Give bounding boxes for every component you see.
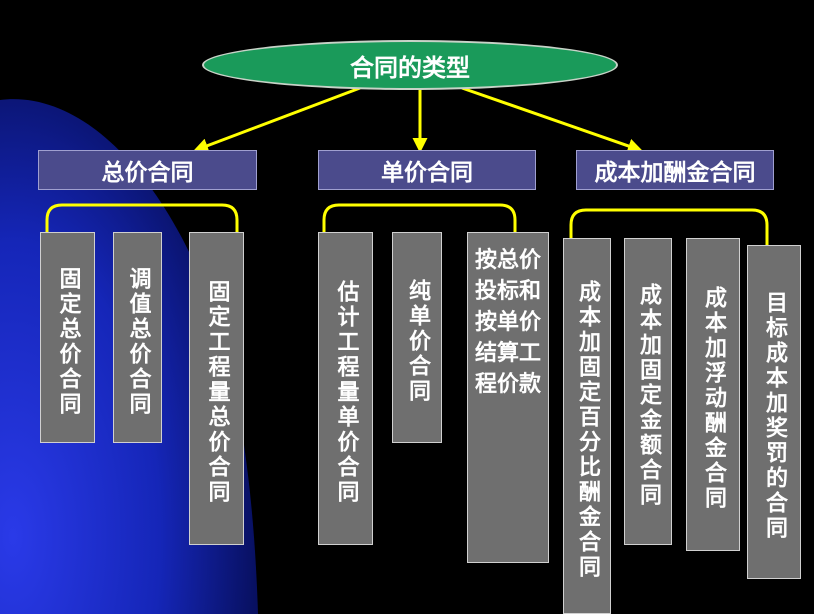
leaf-cost-plus-incentive-fee: 成本加浮动酬金合同 (686, 238, 740, 551)
leaf-bid-total-settle-unit: 按总价投标和按单价结算工程价款 (467, 232, 549, 563)
leaf-cost-plus-percentage: 成本加固定百分比酬金合同 (563, 238, 611, 614)
leaf-label: 固定总价合同 (55, 266, 81, 417)
leaf-label: 成本加固定百分比酬金合同 (575, 280, 600, 580)
arrow-to-cost-plus (461, 86, 643, 154)
leaf-fixed-total-price: 固定总价合同 (40, 232, 95, 443)
category-label: 单价合同 (381, 160, 473, 186)
leaf-label: 纯单价合同 (405, 279, 430, 404)
leaf-target-cost-reward-penalty: 目标成本加奖罚的合同 (747, 245, 801, 579)
leaf-label: 调值总价合同 (125, 266, 151, 417)
root-node: 合同的类型 (202, 40, 618, 90)
category-unit-price: 单价合同 (318, 150, 536, 190)
bracket-fixed-price (45, 203, 239, 232)
leaf-label: 固定工程量总价合同 (204, 280, 230, 505)
leaf-fixed-quantity-total-price: 固定工程量总价合同 (189, 232, 244, 545)
leaf-label: 目标成本加奖罚的合同 (762, 291, 787, 541)
root-label: 合同的类型 (350, 53, 470, 82)
leaf-label: 成本加浮动酬金合同 (701, 286, 726, 511)
leaf-adjustable-total-price: 调值总价合同 (113, 232, 162, 443)
leaf-label: 估计工程量单价合同 (333, 280, 359, 505)
bracket-cost-plus (569, 208, 769, 245)
category-fixed-price: 总价合同 (38, 150, 257, 190)
arrow-to-fixed-price (193, 86, 361, 153)
leaf-estimated-quantity-unit-price: 估计工程量单价合同 (318, 232, 373, 545)
category-label: 总价合同 (101, 160, 194, 186)
leaf-cost-plus-fixed-fee: 成本加固定金额合同 (624, 238, 672, 545)
leaf-label: 成本加固定金额合同 (636, 283, 661, 508)
leaf-label: 按总价投标和按单价结算工程价款 (474, 248, 541, 397)
category-label: 成本加酬金合同 (594, 160, 756, 186)
leaf-pure-unit-price: 纯单价合同 (392, 232, 442, 443)
bracket-unit-price (322, 203, 517, 232)
category-cost-plus: 成本加酬金合同 (576, 150, 774, 190)
